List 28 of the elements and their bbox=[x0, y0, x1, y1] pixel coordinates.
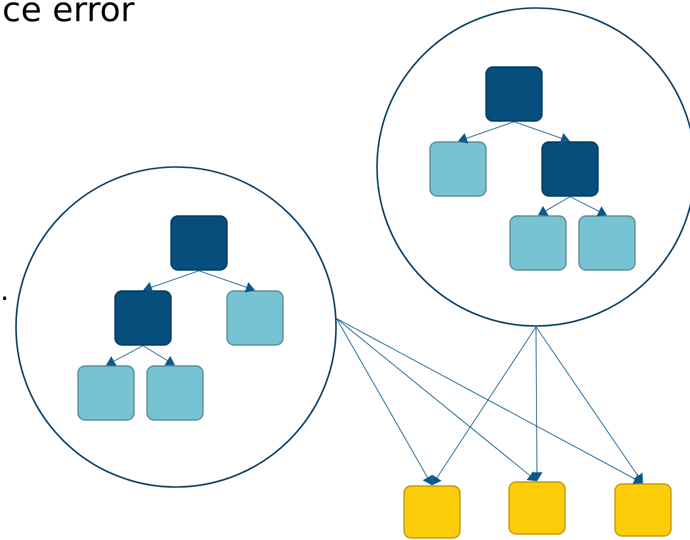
tree-node-box bbox=[429, 141, 487, 197]
tree-node-box bbox=[403, 485, 461, 539]
circle-frame bbox=[376, 7, 690, 327]
arrow bbox=[432, 326, 536, 486]
tree-node-box bbox=[614, 483, 672, 537]
arrow bbox=[570, 196, 607, 216]
arrow bbox=[142, 345, 175, 366]
tree-node-box bbox=[77, 365, 135, 421]
tree-node-box bbox=[508, 481, 566, 535]
tree-node-box bbox=[114, 290, 172, 346]
arrow bbox=[336, 318, 537, 482]
tree-node-box bbox=[541, 141, 599, 197]
tree-node-box bbox=[485, 66, 543, 122]
arrow bbox=[336, 318, 643, 484]
tree-node-box bbox=[170, 215, 228, 271]
arrow bbox=[458, 121, 514, 144]
tree-node-box bbox=[146, 365, 204, 421]
arrow bbox=[143, 270, 200, 293]
arrow bbox=[336, 318, 432, 486]
text: . bbox=[3, 296, 6, 300]
heading: ce error bbox=[4, 2, 134, 22]
tree-node-box bbox=[578, 215, 636, 271]
circle-frame bbox=[15, 166, 337, 488]
tree-node-box bbox=[509, 215, 567, 271]
arrow bbox=[538, 196, 570, 216]
tree-node-box bbox=[226, 290, 284, 346]
arrow bbox=[536, 326, 643, 484]
arrow bbox=[106, 345, 144, 366]
